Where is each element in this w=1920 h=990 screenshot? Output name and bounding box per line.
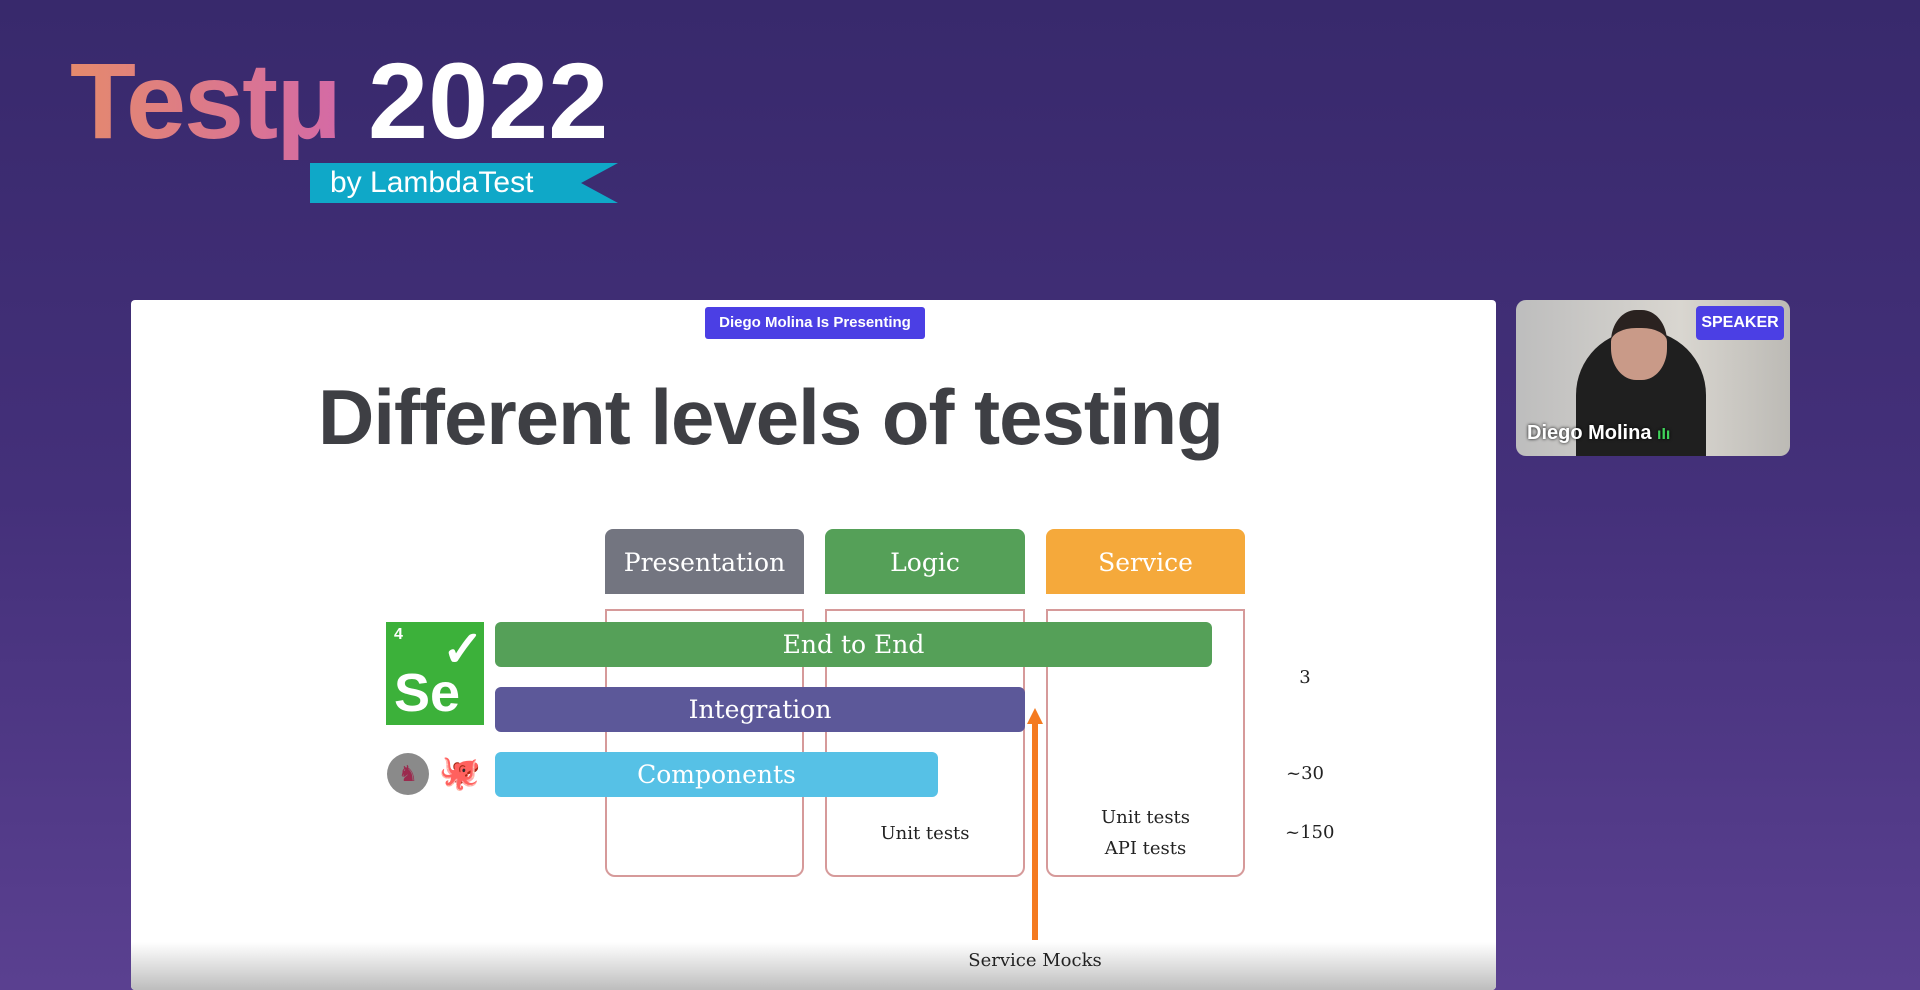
service-api-tests: API tests — [1104, 838, 1187, 859]
shared-slide: Diego Molina Is Presenting Different lev… — [131, 300, 1496, 990]
presenting-badge: Diego Molina Is Presenting — [705, 307, 925, 339]
speaker-name: Diego Molina ıIı — [1527, 422, 1670, 445]
selenium-logo: 4 ✓ Se — [386, 621, 484, 725]
audio-level-icon: ıIı — [1657, 426, 1671, 443]
column-header-service: Service — [1046, 529, 1245, 594]
count-components: ~30 — [1286, 763, 1324, 784]
logo-testmu: Testμ — [70, 40, 342, 161]
slide-bottom-fade — [131, 942, 1496, 990]
logic-unit-tests: Unit tests — [880, 823, 970, 844]
column-box-presentation — [605, 609, 804, 877]
bar-end-to-end: End to End — [495, 622, 1212, 667]
jest-icon: ♞ — [387, 753, 429, 795]
column-box-logic — [825, 609, 1025, 877]
column-header-presentation: Presentation — [605, 529, 804, 594]
bar-integration: Integration — [495, 687, 1025, 732]
slide-title: Different levels of testing — [318, 373, 1224, 461]
column-header-logic: Logic — [825, 529, 1025, 594]
column-box-service — [1046, 609, 1245, 877]
bar-components: Components — [495, 752, 938, 797]
service-mocks-label: Service Mocks — [968, 950, 1102, 971]
checkmark-icon: ✓ — [442, 621, 484, 677]
count-unit: ~150 — [1285, 822, 1335, 843]
speaker-video-tile[interactable]: SPEAKER Diego Molina ıIı — [1516, 300, 1790, 456]
service-unit-tests: Unit tests — [1100, 807, 1191, 828]
speaker-name-text: Diego Molina — [1527, 422, 1652, 444]
speaker-face — [1611, 310, 1667, 380]
logo-year: 2022 — [368, 40, 609, 161]
count-end-to-end: 3 — [1299, 667, 1311, 688]
service-mocks-arrow-icon — [1027, 708, 1043, 940]
selenium-version: 4 — [394, 626, 403, 643]
octopus-icon: 🐙 — [438, 754, 482, 792]
speaker-badge: SPEAKER — [1696, 306, 1784, 340]
lambdatest-ribbon: by LambdaTest — [310, 163, 618, 203]
selenium-text: Se — [394, 663, 461, 723]
